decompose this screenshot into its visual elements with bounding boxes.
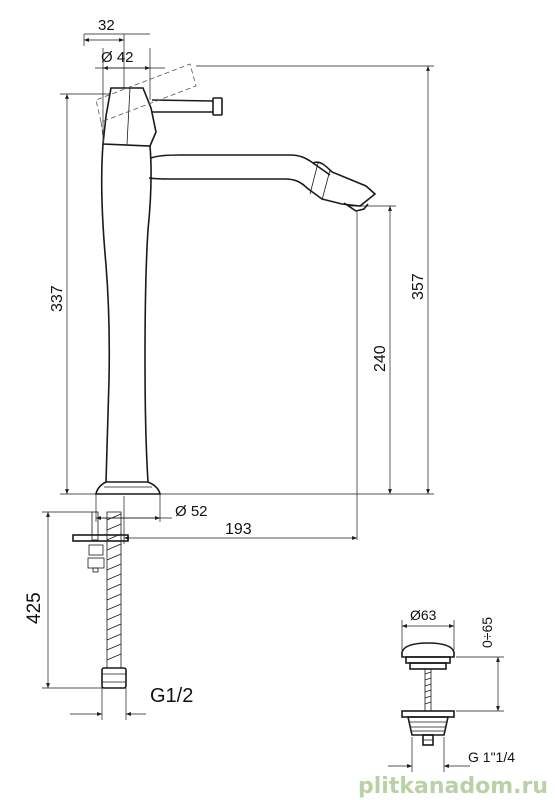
faucet-spout xyxy=(148,154,377,212)
dimension-240 xyxy=(356,205,396,540)
label-d52: Ø 52 xyxy=(175,503,208,520)
label-357: 357 xyxy=(410,273,427,300)
dimension-425 xyxy=(42,511,102,689)
label-425: 425 xyxy=(24,592,45,624)
label-193: 193 xyxy=(225,521,252,538)
label-g114: G 1"1/4 xyxy=(468,749,515,765)
feed-pipe xyxy=(72,511,129,689)
dimension-d63 xyxy=(401,620,455,650)
label-240: 240 xyxy=(372,345,389,372)
label-065: 0÷65 xyxy=(479,617,495,648)
dimension-d42 xyxy=(95,48,165,144)
dimension-d52 xyxy=(95,494,172,522)
label-337: 337 xyxy=(49,285,66,312)
label-d63: Ø63 xyxy=(410,607,437,623)
watermark: plitkanadom.ru xyxy=(358,774,548,799)
lever-open-trace xyxy=(100,121,105,145)
dimension-337 xyxy=(60,93,110,495)
dimension-357 xyxy=(160,65,434,495)
drain-assembly xyxy=(401,642,455,746)
dimension-32 xyxy=(83,33,150,88)
label-d42: Ø 42 xyxy=(101,49,134,66)
dimension-065 xyxy=(456,656,504,712)
label-32: 32 xyxy=(98,17,115,34)
lever-open-position xyxy=(95,63,197,123)
dimension-g12 xyxy=(70,688,146,720)
dimension-193 xyxy=(123,496,357,544)
faucet-body xyxy=(95,87,223,495)
dimension-g114 xyxy=(388,737,470,772)
label-g12: G1/2 xyxy=(150,685,193,707)
